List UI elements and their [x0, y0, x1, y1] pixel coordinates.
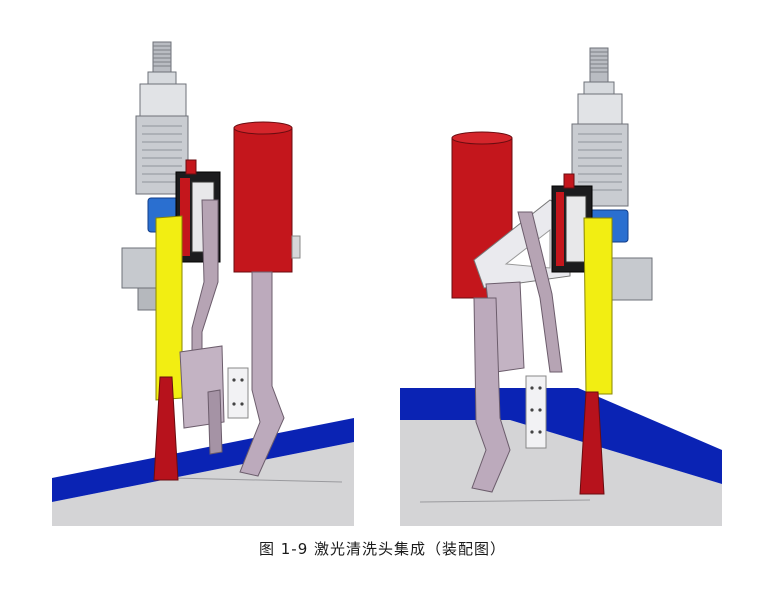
- figure-caption: 图 1-9 激光清洗头集成（装配图）: [258, 540, 507, 558]
- collimator-body: [139, 83, 187, 117]
- red-cylinder: [233, 127, 293, 273]
- table-shadow-line: [419, 499, 591, 503]
- blue-table-edge: [52, 418, 354, 502]
- table-shadow-line: [171, 477, 343, 483]
- assembly-render-left: [52, 41, 354, 526]
- laser-nozzle: [153, 376, 179, 481]
- sensor-bracket-red: [556, 192, 564, 266]
- assembly-view-right: [400, 32, 722, 526]
- connector-collar: [583, 81, 615, 95]
- red-cylinder-top: [451, 131, 513, 145]
- connector-collar: [147, 71, 177, 85]
- bolt-panel: [525, 375, 547, 449]
- suction-tube-right: [471, 297, 511, 493]
- side-motor-block: [607, 257, 653, 301]
- bracket-window: [565, 195, 587, 263]
- assembly-view-left: [52, 32, 354, 526]
- sensor-bracket-red: [180, 178, 190, 256]
- suction-tube-left: [239, 271, 285, 477]
- cylinder-mount: [291, 235, 301, 259]
- air-pipe-right: [517, 211, 563, 373]
- bolt-panel: [227, 367, 249, 419]
- side-motor-block: [121, 247, 163, 289]
- yellow-guard: [155, 215, 183, 401]
- bracket-top-knob: [185, 159, 197, 175]
- laser-nozzle: [579, 391, 605, 495]
- fiber-connector: [589, 47, 609, 83]
- floor-plane: [400, 420, 722, 526]
- floor-plane: [52, 442, 354, 526]
- bracket-top-knob: [563, 173, 575, 189]
- mount-plate-lower: [207, 389, 223, 455]
- collimator-body: [577, 93, 623, 125]
- yellow-guard: [583, 217, 613, 395]
- red-cylinder-top: [233, 121, 293, 135]
- assembly-render-right: [400, 47, 722, 526]
